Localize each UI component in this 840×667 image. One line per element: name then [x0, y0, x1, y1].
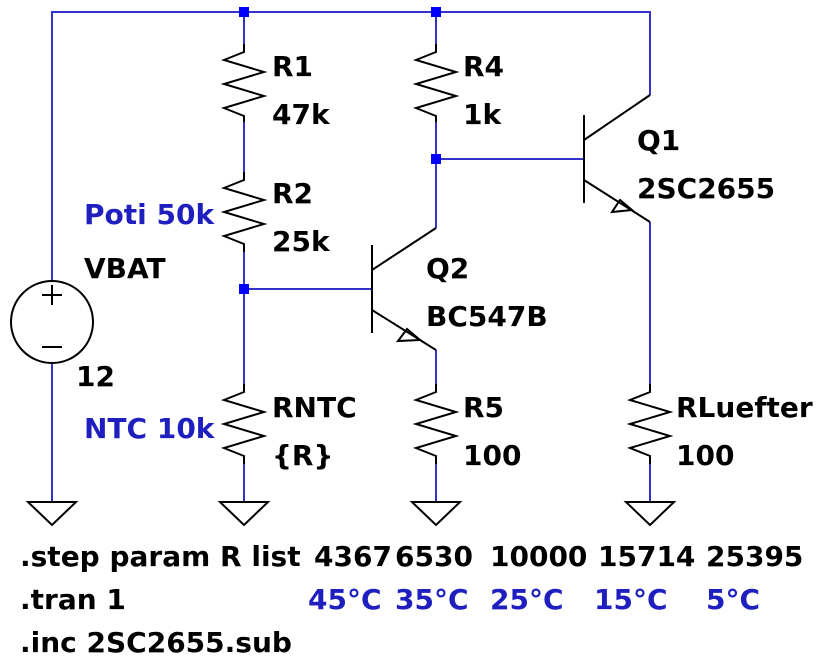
junction-top-r4: [431, 7, 441, 17]
label-vbat-name[interactable]: VBAT: [84, 252, 166, 285]
label-rntc-name[interactable]: RNTC: [272, 391, 357, 424]
label-q1-model[interactable]: 2SC2655: [637, 172, 775, 205]
step-temperature: 45°C: [308, 583, 382, 616]
annotation-poti: Poti 50k: [84, 198, 215, 231]
step-temperature: 35°C: [395, 583, 469, 616]
label-q2-model[interactable]: BC547B: [426, 300, 548, 333]
label-r4-name[interactable]: R4: [463, 50, 504, 83]
ground-symbol-rntc: [217, 501, 271, 527]
directive-step-prefix[interactable]: .step param R list: [20, 540, 301, 573]
step-temperature: 15°C: [594, 583, 668, 616]
junction-q1-base: [431, 154, 441, 164]
q2-emitter-arrow: [395, 327, 423, 343]
resistor-r5[interactable]: [412, 384, 460, 464]
label-r1-value[interactable]: 47k: [272, 98, 331, 131]
junctions: [239, 7, 441, 294]
junction-top-r1: [239, 7, 249, 17]
resistor-r4[interactable]: [412, 44, 460, 122]
step-temperature: 5°C: [706, 583, 760, 616]
label-rluefter-value[interactable]: 100: [676, 439, 734, 472]
label-r1-name[interactable]: R1: [272, 50, 313, 83]
ground-symbol-r5: [409, 501, 463, 527]
step-temperature: 25°C: [490, 583, 564, 616]
label-r2-value[interactable]: 25k: [272, 225, 331, 258]
wires: [51, 11, 651, 502]
step-value: 10000: [490, 540, 587, 573]
label-q2-name[interactable]: Q2: [426, 252, 469, 285]
step-value: 15714: [598, 540, 695, 573]
step-value: 4367: [314, 540, 392, 573]
resistor-r2[interactable]: [220, 172, 268, 252]
annotation-ntc: NTC 10k: [84, 412, 216, 445]
ground-symbol-rluefter: [623, 501, 677, 527]
q1-emitter-arrow: [609, 198, 635, 214]
label-r5-value[interactable]: 100: [463, 439, 521, 472]
label-r5-name[interactable]: R5: [463, 391, 504, 424]
resistor-rluefter[interactable]: [626, 384, 674, 464]
label-rntc-value[interactable]: {R}: [272, 439, 333, 472]
resistor-rntc[interactable]: [220, 384, 268, 464]
label-r4-value[interactable]: 1k: [463, 98, 502, 131]
voltage-source-vbat[interactable]: [10, 280, 94, 364]
ground-symbol-vbat: [25, 501, 79, 527]
transistor-q2[interactable]: [371, 227, 437, 351]
resistor-r1[interactable]: [220, 44, 268, 122]
wire-top-rail: [51, 11, 651, 282]
step-value: 6530: [395, 540, 473, 573]
label-r2-name[interactable]: R2: [272, 177, 313, 210]
directive-inc[interactable]: .inc 2SC2655.sub: [20, 626, 292, 659]
transistor-q1[interactable]: [583, 94, 651, 223]
label-rluefter-name[interactable]: RLuefter: [676, 391, 813, 424]
label-vbat-value[interactable]: 12: [76, 360, 115, 393]
step-value: 25395: [706, 540, 803, 573]
directive-tran[interactable]: .tran 1: [20, 583, 126, 616]
junction-q2-base: [239, 284, 249, 294]
label-q1-name[interactable]: Q1: [637, 124, 680, 157]
